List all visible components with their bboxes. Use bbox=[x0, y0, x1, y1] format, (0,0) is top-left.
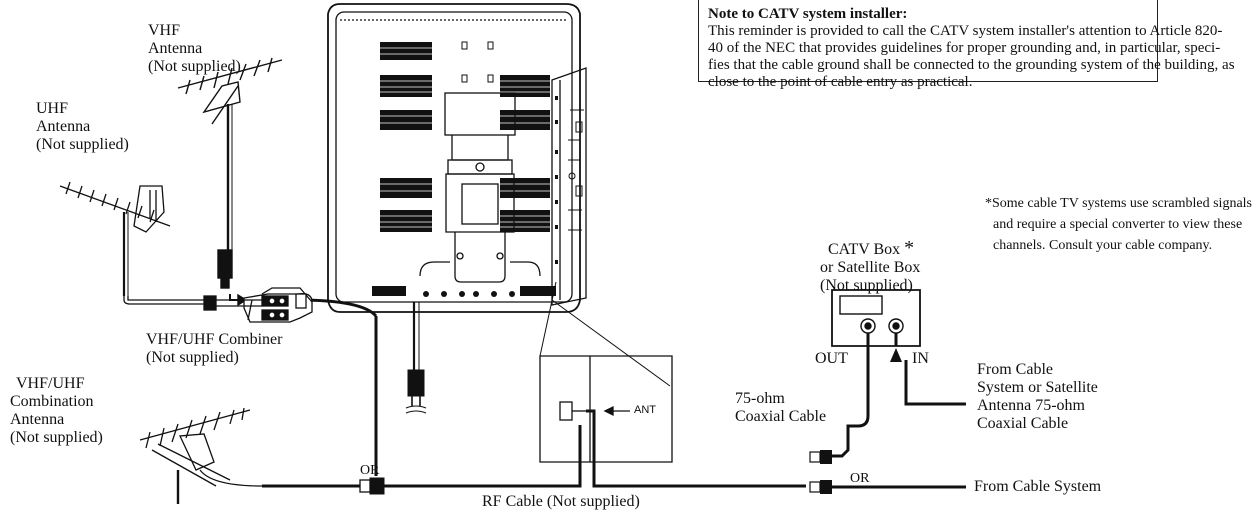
combo-antenna-label-line3: Antenna bbox=[10, 411, 65, 428]
rf-cable bbox=[262, 298, 806, 488]
combo-antenna-label-line2: Combination bbox=[10, 393, 94, 410]
catv-out-cable bbox=[809, 346, 870, 464]
note-line-3: fies that the cable ground shall be conn… bbox=[708, 57, 1235, 73]
coax-75-label-line1: 75-ohm bbox=[735, 390, 785, 407]
from-cable-system-label: From Cable System bbox=[974, 478, 1102, 495]
zoom-callout bbox=[539, 281, 671, 387]
note-title: Note to CATV system installer: bbox=[708, 6, 908, 22]
scrambled-signal-note: *Some cable TV systems use scrambled sig… bbox=[985, 193, 1252, 256]
catv-box-label: CATV Box * or Satellite Box (Not supplie… bbox=[820, 237, 921, 295]
vhf-antenna-label-line2: Antenna bbox=[148, 40, 203, 57]
tv-rear-panel bbox=[327, 3, 587, 313]
vhf-antenna-drawing bbox=[177, 57, 283, 307]
coax-75-label: 75-ohm Coaxial Cable bbox=[735, 390, 826, 426]
or-right-label: OR bbox=[850, 471, 870, 486]
from-cable-satellite-line2: System or Satellite bbox=[977, 379, 1098, 396]
combo-antenna-label: VHF/UHF Combination Antenna (Not supplie… bbox=[10, 375, 103, 447]
uhf-antenna-drawing bbox=[59, 181, 204, 305]
note-line-4: close to the point of cable entry as pra… bbox=[708, 74, 973, 90]
combiner-label-line1: VHF/UHF Combiner bbox=[146, 331, 283, 348]
from-cable-satellite-line3: Antenna 75-ohm bbox=[977, 397, 1085, 414]
side-note-line-2: and require a special converter to view … bbox=[993, 217, 1243, 232]
catv-box-label-line1: CATV Box * bbox=[828, 237, 920, 259]
vhf-uhf-combiner bbox=[203, 287, 313, 323]
catv-box-text: CATV Box bbox=[828, 241, 901, 258]
combiner-label-line2: (Not supplied) bbox=[146, 349, 239, 366]
side-note-line-1: *Some cable TV systems use scrambled sig… bbox=[985, 196, 1252, 211]
catv-installer-note: Note to CATV system installer: This remi… bbox=[698, 0, 1235, 90]
catv-box-label-line3: (Not supplied) bbox=[820, 277, 913, 294]
catv-in-cable bbox=[890, 348, 966, 406]
catv-asterisk: * bbox=[904, 237, 915, 259]
power-cord bbox=[405, 302, 427, 414]
or-connector-left bbox=[359, 477, 404, 495]
connection-diagram bbox=[59, 3, 966, 504]
catv-box-label-line2: or Satellite Box bbox=[820, 259, 921, 276]
out-label: OUT bbox=[815, 350, 848, 367]
from-cable-satellite-line4: Coaxial Cable bbox=[977, 415, 1069, 432]
or-connector-right bbox=[809, 480, 966, 494]
tv-vents bbox=[372, 42, 556, 296]
from-cable-satellite-line1: From Cable bbox=[977, 361, 1053, 378]
combo-antenna-label-line4: (Not supplied) bbox=[10, 429, 103, 446]
side-note-line-3: channels. Consult your cable company. bbox=[993, 238, 1213, 253]
or-left-label: OR bbox=[360, 463, 380, 478]
note-line-2: 40 of the NEC that provides guidelines f… bbox=[708, 40, 1221, 56]
vhf-antenna-label-line1: VHF bbox=[148, 22, 181, 39]
note-line-1: This reminder is provided to call the CA… bbox=[708, 23, 1223, 39]
uhf-antenna-label: UHF Antenna (Not supplied) bbox=[36, 100, 129, 154]
catv-box bbox=[831, 289, 921, 347]
combo-antenna-label-line1: VHF/UHF bbox=[16, 375, 85, 392]
uhf-antenna-label-line3: (Not supplied) bbox=[36, 136, 129, 153]
ant-jack-label: ANT bbox=[634, 404, 656, 416]
from-cable-satellite-label: From Cable System or Satellite Antenna 7… bbox=[977, 361, 1098, 433]
rf-cable-label: RF Cable (Not supplied) bbox=[482, 493, 640, 510]
vhf-antenna-label-line3: (Not supplied) bbox=[148, 58, 241, 75]
uhf-antenna-label-line1: UHF bbox=[36, 100, 69, 117]
ant-zoom-panel bbox=[539, 355, 673, 463]
in-label: IN bbox=[912, 350, 929, 367]
combiner-label: VHF/UHF Combiner (Not supplied) bbox=[146, 331, 282, 367]
uhf-antenna-label-line2: Antenna bbox=[36, 118, 91, 135]
vhf-antenna-label: VHF Antenna (Not supplied) bbox=[148, 22, 241, 76]
coax-75-label-line2: Coaxial Cable bbox=[735, 408, 827, 425]
combination-antenna-drawing bbox=[139, 407, 263, 504]
